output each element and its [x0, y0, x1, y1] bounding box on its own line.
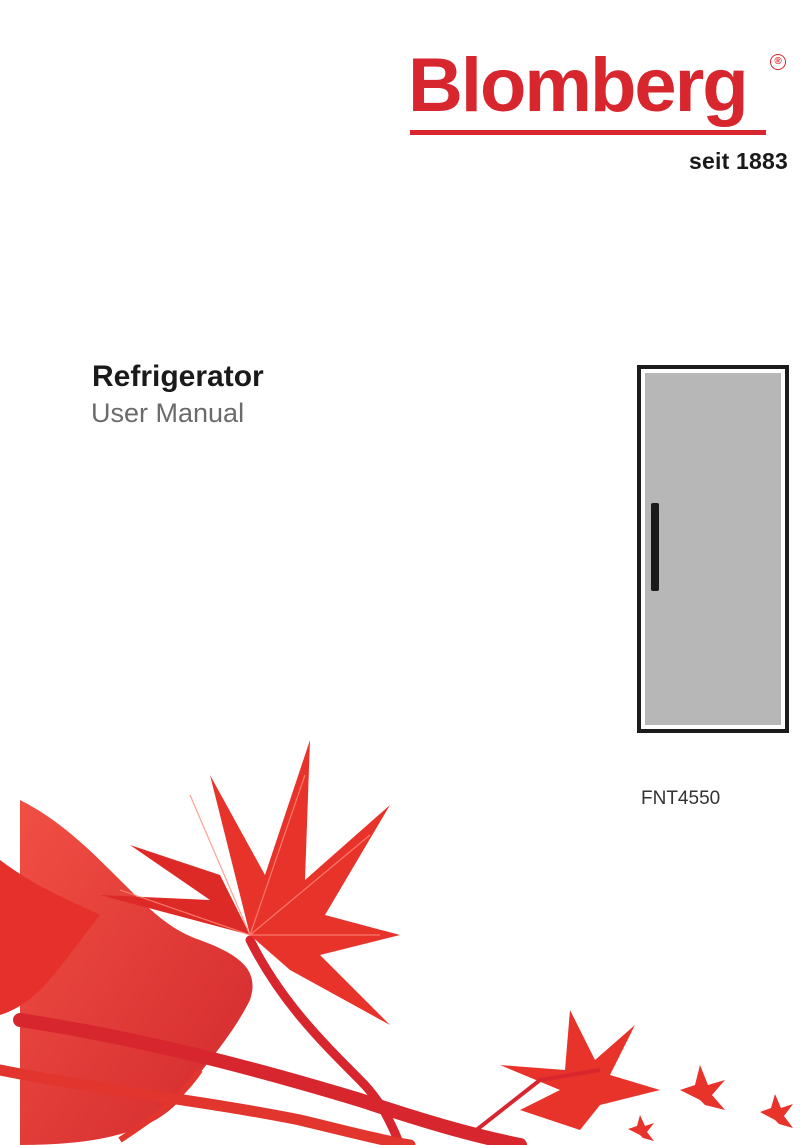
- fridge-door: [645, 373, 781, 725]
- small-leaf-2: [760, 1094, 793, 1128]
- brand-tagline: seit 1883: [689, 148, 788, 175]
- document-title: Refrigerator: [92, 360, 264, 394]
- document-subtitle: User Manual: [91, 398, 244, 429]
- medium-star-leaf: [500, 1010, 660, 1130]
- brand-logo: Blomberg ® seit 1883: [408, 48, 788, 178]
- small-leaf-1: [680, 1065, 725, 1110]
- brand-name: Blomberg: [408, 48, 747, 124]
- fridge-handle: [651, 503, 659, 591]
- red-leaves-illustration: [0, 740, 808, 1145]
- logo-underline: [410, 130, 766, 135]
- registered-mark: ®: [770, 54, 786, 70]
- small-leaf-3: [628, 1115, 654, 1141]
- refrigerator-icon: [637, 365, 789, 733]
